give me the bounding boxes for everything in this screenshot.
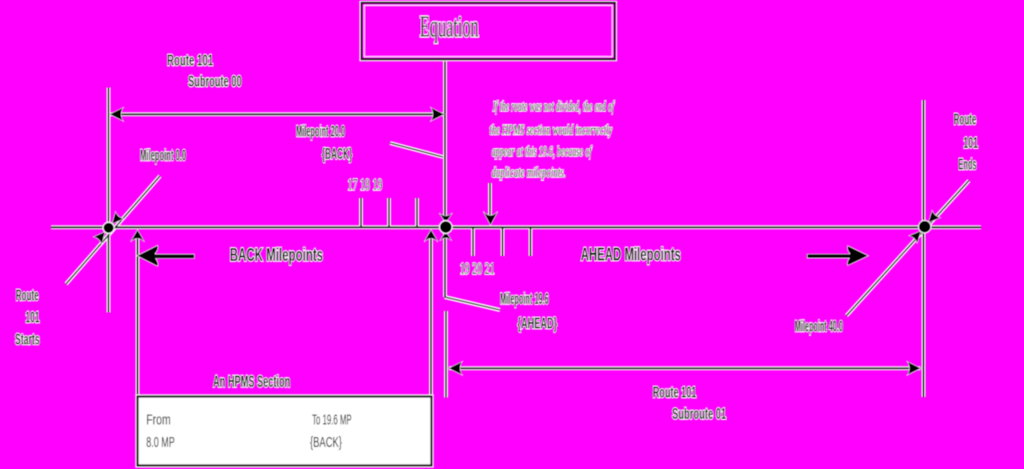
svg-text:Ends: Ends (958, 157, 976, 174)
svg-text:19 20 21: 19 20 21 (460, 259, 495, 278)
svg-text:17 18 19: 17 18 19 (348, 175, 383, 194)
svg-text:To 19.6 MP: To 19.6 MP (312, 413, 352, 429)
svg-text:Route: Route (954, 112, 977, 129)
svg-text:Subroute 00: Subroute 00 (188, 74, 242, 91)
svg-text:Milepoint 0.0: Milepoint 0.0 (140, 148, 186, 165)
svg-text:AHEAD Milepoints: AHEAD Milepoints (581, 243, 681, 264)
svg-text:Equation: Equation (420, 9, 479, 44)
svg-text:{AHEAD}: {AHEAD} (517, 316, 557, 333)
svg-text:Milepoint 40.0: Milepoint 40.0 (795, 319, 843, 336)
svg-text:BACK Milepoints: BACK Milepoints (230, 244, 323, 265)
svg-text:101: 101 (25, 310, 39, 327)
svg-text:duplicate milepoints.: duplicate milepoints. (492, 165, 566, 181)
svg-text:From: From (146, 413, 170, 429)
svg-text:the HPMS section would incorre: the HPMS section would incorrectly (490, 123, 613, 139)
svg-text:101: 101 (963, 135, 978, 152)
svg-text:Milepoint 20.0: Milepoint 20.0 (296, 124, 345, 141)
svg-text:Route 101: Route 101 (167, 53, 213, 70)
svg-text:appear at this 19.6, because o: appear at this 19.6, because of (492, 144, 593, 160)
svg-text:Route 101: Route 101 (653, 385, 697, 402)
svg-text:Milepoint 19.6: Milepoint 19.6 (500, 291, 549, 308)
svg-text:An HPMS Section: An HPMS Section (213, 373, 290, 391)
svg-text:Starts: Starts (15, 332, 40, 349)
svg-text:Route: Route (16, 288, 39, 305)
svg-text:{BACK}: {BACK} (310, 435, 342, 451)
svg-text:If the route was not divided,: If the route was not divided, the end of (492, 99, 615, 115)
svg-text:{BACK}: {BACK} (322, 146, 353, 163)
svg-text:Subroute 01: Subroute 01 (672, 406, 726, 423)
svg-text:8.0 MP: 8.0 MP (146, 435, 175, 451)
